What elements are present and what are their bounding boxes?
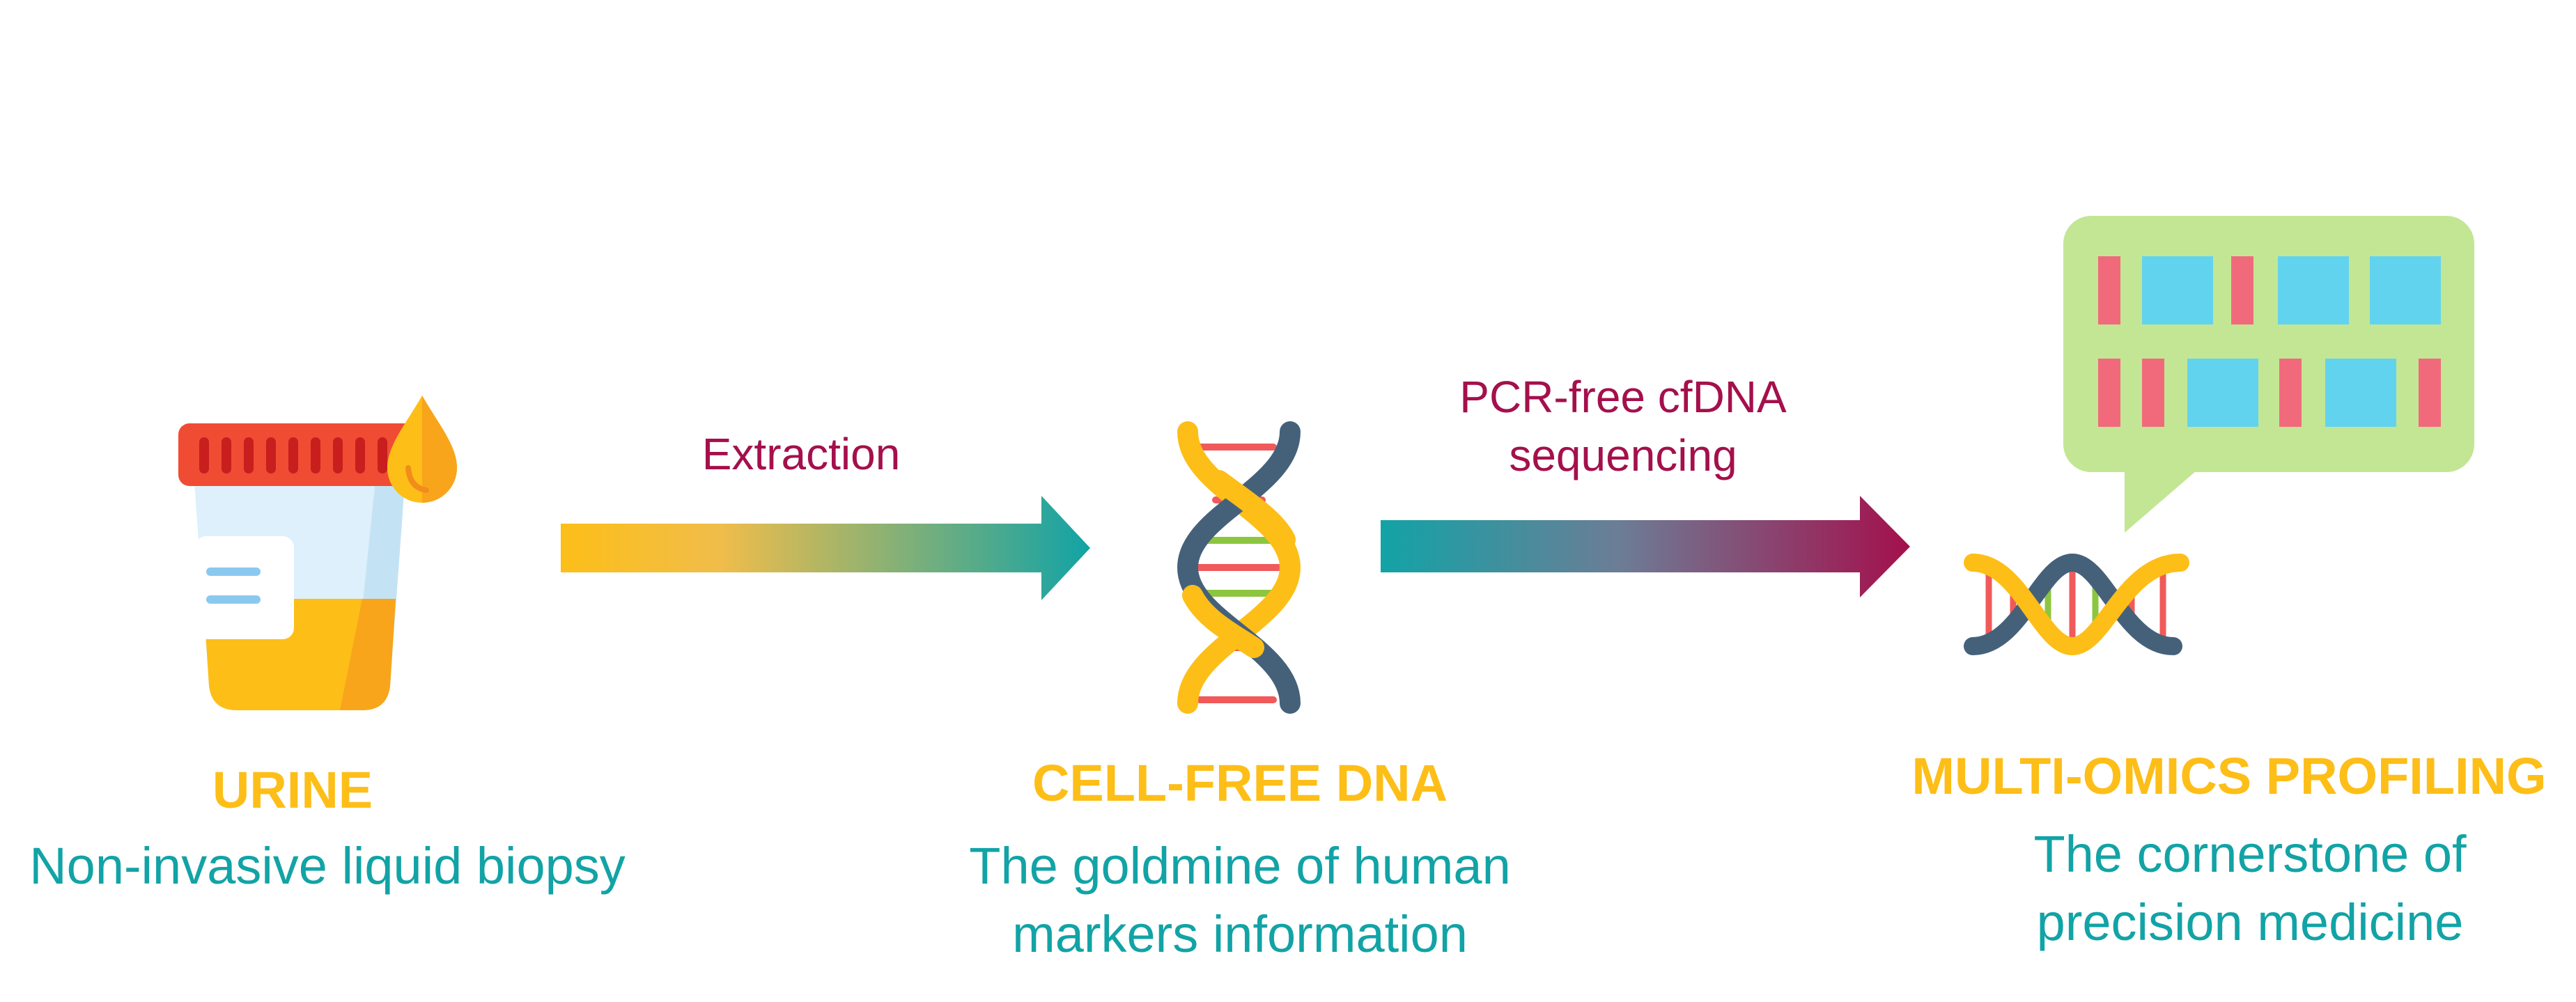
stage-subtitle-cfdna: The goldmine of human markers informatio… <box>878 832 1602 969</box>
stage-title-cfdna: CELL-FREE DNA <box>1032 754 1448 812</box>
arrow-label-sequencing: PCR-free cfDNA sequencing <box>1372 368 1874 485</box>
stage-subtitle-multiomics-line-2: precision medicine <box>2036 893 2464 951</box>
data-bubble-icon <box>2063 216 2474 533</box>
arrow-label-extraction: Extraction <box>701 429 901 479</box>
stage-subtitle-multiomics: The cornerstone of precision medicine <box>1943 820 2556 957</box>
stage-title-multiomics: MULTI-OMICS PROFILING <box>1911 747 2547 805</box>
stage-subtitle-multiomics-line-1: The cornerstone of <box>2033 825 2467 883</box>
stage-subtitle-urine: Non-invasive liquid biopsy <box>29 837 626 895</box>
horizontal-dna-icon <box>1964 553 2189 656</box>
arrow-label-sequencing-line-2: sequencing <box>1509 430 1737 480</box>
stage-subtitle-cfdna-line-1: The goldmine of human <box>969 837 1511 895</box>
arrow-label-sequencing-line-1: PCR-free cfDNA <box>1459 372 1787 422</box>
stage-subtitle-cfdna-line-2: markers information <box>1012 905 1468 963</box>
stage-title-urine: URINE <box>212 761 373 819</box>
